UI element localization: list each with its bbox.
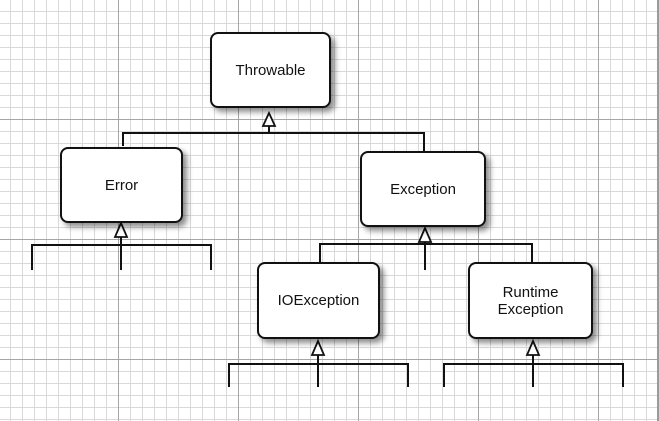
connector-exception-children <box>319 242 533 270</box>
connector-runtime-exception-children <box>443 355 624 387</box>
node-exception: Exception <box>360 151 486 227</box>
node-error: Error <box>60 147 183 223</box>
arrow-to-error <box>113 220 129 238</box>
arrow-to-runtime-exception <box>525 338 541 356</box>
arrow-to-exception <box>417 225 433 243</box>
node-ioexception: IOException <box>257 262 380 339</box>
arrow-to-ioexception <box>310 338 326 356</box>
connector-ioexception-children <box>228 355 409 387</box>
arrow-to-throwable <box>261 110 277 127</box>
node-throwable: Throwable <box>210 32 331 108</box>
node-runtime-exception: Runtime Exception <box>468 262 593 339</box>
connector-error-children <box>31 237 212 270</box>
connector-throwable-children <box>122 126 425 151</box>
